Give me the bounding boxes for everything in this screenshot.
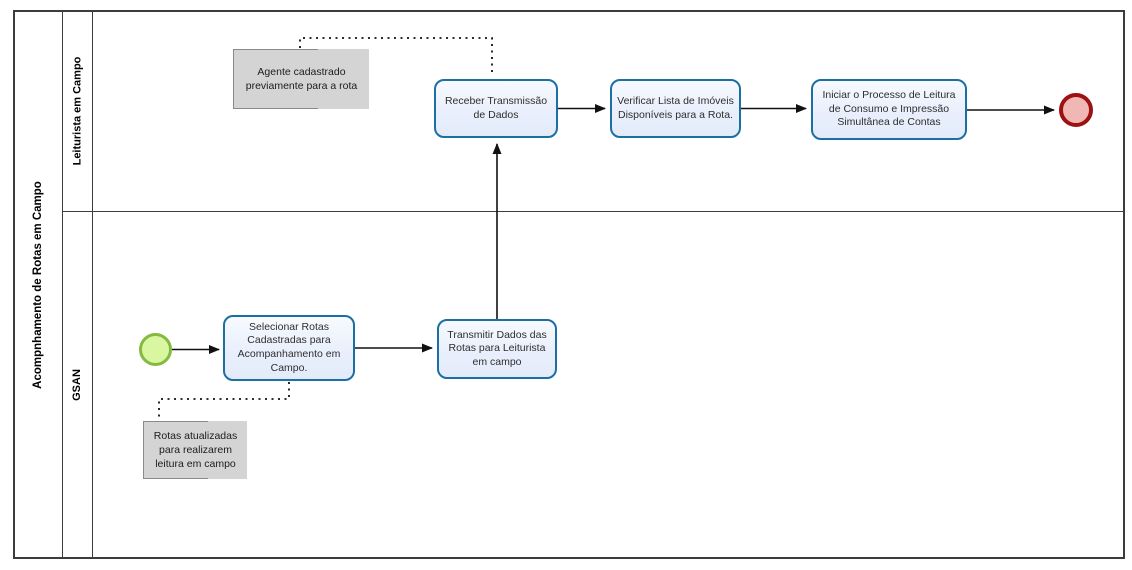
annotation-agente-cadastrado: Agente cadastrado previamente para a rot… <box>233 49 369 109</box>
task-receber-transmissao: Receber Transmissão de Dados <box>434 79 558 138</box>
pool-title-divider <box>62 10 63 559</box>
task-label: Verificar Lista de Imóveis Disponíveis p… <box>617 94 734 121</box>
task-selecionar-rotas: Selecionar Rotas Cadastradas para Acompa… <box>223 315 355 381</box>
task-label: Transmitir Dados das Rotas para Leituris… <box>447 328 547 368</box>
task-label: Iniciar o Processo de Leitura de Consumo… <box>822 89 956 129</box>
task-transmitir-dados: Transmitir Dados das Rotas para Leituris… <box>437 319 557 379</box>
task-verificar-lista: Verificar Lista de Imóveis Disponíveis p… <box>610 79 741 138</box>
association-selecionar-to-rotas <box>158 382 290 419</box>
end-event <box>1059 93 1093 127</box>
lane-divider <box>62 211 1125 212</box>
lane-label-divider <box>92 10 93 559</box>
annotation-text: Agente cadastrado previamente para a rot… <box>245 65 358 92</box>
task-label: Selecionar Rotas Cadastradas para Acompa… <box>237 320 341 374</box>
start-event <box>139 333 172 366</box>
annotation-rotas-atualizadas: Rotas atualizadas para realizarem leitur… <box>143 421 247 479</box>
task-iniciar-processo: Iniciar o Processo de Leitura de Consumo… <box>811 79 967 140</box>
task-label: Receber Transmissão de Dados <box>444 94 548 121</box>
annotation-text: Rotas atualizadas para realizarem leitur… <box>153 429 238 471</box>
association-agente-to-receber <box>299 37 493 76</box>
